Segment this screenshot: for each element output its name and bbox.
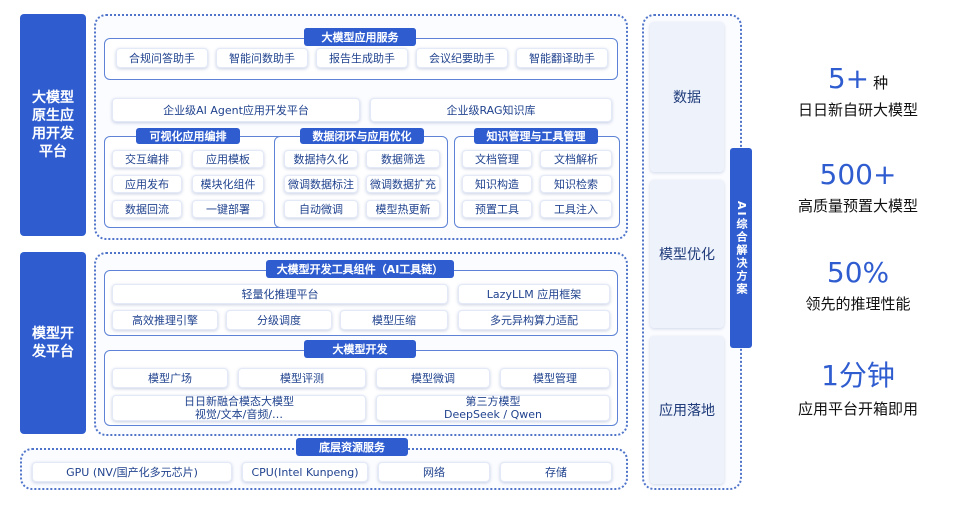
infra-title: 底层资源服务 [296,438,408,456]
data-loop-item[interactable]: 微调数据标注 [284,175,358,193]
model-optimization-box[interactable]: 模型优化 [650,180,724,328]
orchestration-item[interactable]: 一键部署 [192,200,264,218]
knowledge-item[interactable]: 文档解析 [540,150,612,168]
toolchain-title: 大模型开发工具组件（AI工具链） [266,260,454,278]
data-box[interactable]: 数据 [650,22,724,172]
model-dev-item[interactable]: 模型评测 [238,368,366,388]
stat-block-models: 5+种 日日新自研大模型 [768,62,948,120]
visual-orchestration-title: 可视化应用编排 [136,128,240,144]
sensenova-model-modalities: 视觉/文本/音频/… [194,408,284,421]
stat-value: 50% [826,256,890,289]
sensenova-model-name: 日日新融合模态大模型 [184,395,294,408]
stat-label: 高质量预置大模型 [797,197,918,215]
data-loop-title: 数据闭环与应用优化 [300,128,424,144]
orchestration-item[interactable]: 应用发布 [112,175,182,193]
toolchain-item[interactable]: 模型压缩 [340,310,448,330]
knowledge-item[interactable]: 知识检索 [540,175,612,193]
infra-storage-chip[interactable]: 存储 [500,462,612,482]
stat-block-onboarding: 1分钟 应用平台开箱即用 [768,354,948,419]
sensenova-model-chip[interactable]: 日日新融合模态大模型 视觉/文本/音频/… [112,395,366,421]
data-loop-item[interactable]: 自动微调 [284,200,358,218]
model-platform-label: 模型开发平台 [20,252,86,434]
data-loop-item[interactable]: 微调数据扩充 [366,175,440,193]
orchestration-item[interactable]: 模块化组件 [192,175,264,193]
stat-value: 1分钟 [821,359,895,392]
orchestration-item[interactable]: 交互编排 [112,150,182,168]
toolchain-item[interactable]: 高效推理引擎 [112,310,218,330]
app-services-title-front: 大模型应用服务 [304,28,416,46]
stat-value-row: 5+种 [768,62,948,95]
infra-network-chip[interactable]: 网络 [378,462,490,482]
knowledge-item[interactable]: 知识构造 [462,175,532,193]
app-service-item[interactable]: 报告生成助手 [316,48,408,68]
stat-label: 应用平台开箱即用 [797,400,918,418]
third-party-model-title: 第三方模型 [465,395,521,408]
agent-platform-chip[interactable]: 企业级AI Agent应用开发平台 [112,98,360,122]
stat-label: 日日新自研大模型 [797,101,918,119]
orchestration-item[interactable]: 数据回流 [112,200,182,218]
knowledge-tools-title: 知识管理与工具管理 [474,128,598,144]
app-service-item[interactable]: 合规问答助手 [116,48,208,68]
app-service-item[interactable]: 会议纪要助手 [416,48,508,68]
stat-label: 领先的推理性能 [805,295,911,313]
ai-solution-bar: AI综合解决方案 [730,148,752,348]
knowledge-item[interactable]: 工具注入 [540,200,612,218]
stat-unit: 种 [873,74,889,92]
rag-knowledge-chip[interactable]: 企业级RAG知识库 [370,98,612,122]
app-platform-label: 大模型原生应用开发平台 [20,14,86,236]
app-service-item[interactable]: 智能翻译助手 [516,48,608,68]
model-dev-item[interactable]: 模型管理 [500,368,610,388]
toolchain-item[interactable]: 多元异构算力适配 [458,310,610,330]
third-party-model-chip[interactable]: 第三方模型 DeepSeek / Qwen [376,395,610,421]
model-dev-item[interactable]: 模型广场 [112,368,228,388]
third-party-model-names: DeepSeek / Qwen [444,408,542,421]
data-loop-item[interactable]: 数据筛选 [366,150,440,168]
knowledge-item[interactable]: 文档管理 [462,150,532,168]
orchestration-item[interactable]: 应用模板 [192,150,264,168]
toolchain-item[interactable]: 分级调度 [226,310,332,330]
data-loop-item[interactable]: 数据持久化 [284,150,358,168]
application-landing-box[interactable]: 应用落地 [650,336,724,484]
infra-cpu-chip[interactable]: CPU(Intel Kunpeng) [242,462,368,482]
model-dev-item[interactable]: 模型微调 [376,368,490,388]
lazyllm-chip[interactable]: LazyLLM 应用框架 [458,284,610,304]
stat-value: 500+ [819,158,897,191]
stat-block-inference: 50% 领先的推理性能 [768,256,948,314]
stat-block-preset-models: 500+ 高质量预置大模型 [768,158,948,216]
app-service-item[interactable]: 智能问数助手 [216,48,308,68]
model-dev-title: 大模型开发 [304,340,416,358]
lightweight-inference-chip[interactable]: 轻量化推理平台 [112,284,448,304]
data-loop-item[interactable]: 模型热更新 [366,200,440,218]
infra-gpu-chip[interactable]: GPU (NV/国产化多元芯片) [32,462,232,482]
stat-value: 5+ [827,62,870,95]
knowledge-item[interactable]: 预置工具 [462,200,532,218]
